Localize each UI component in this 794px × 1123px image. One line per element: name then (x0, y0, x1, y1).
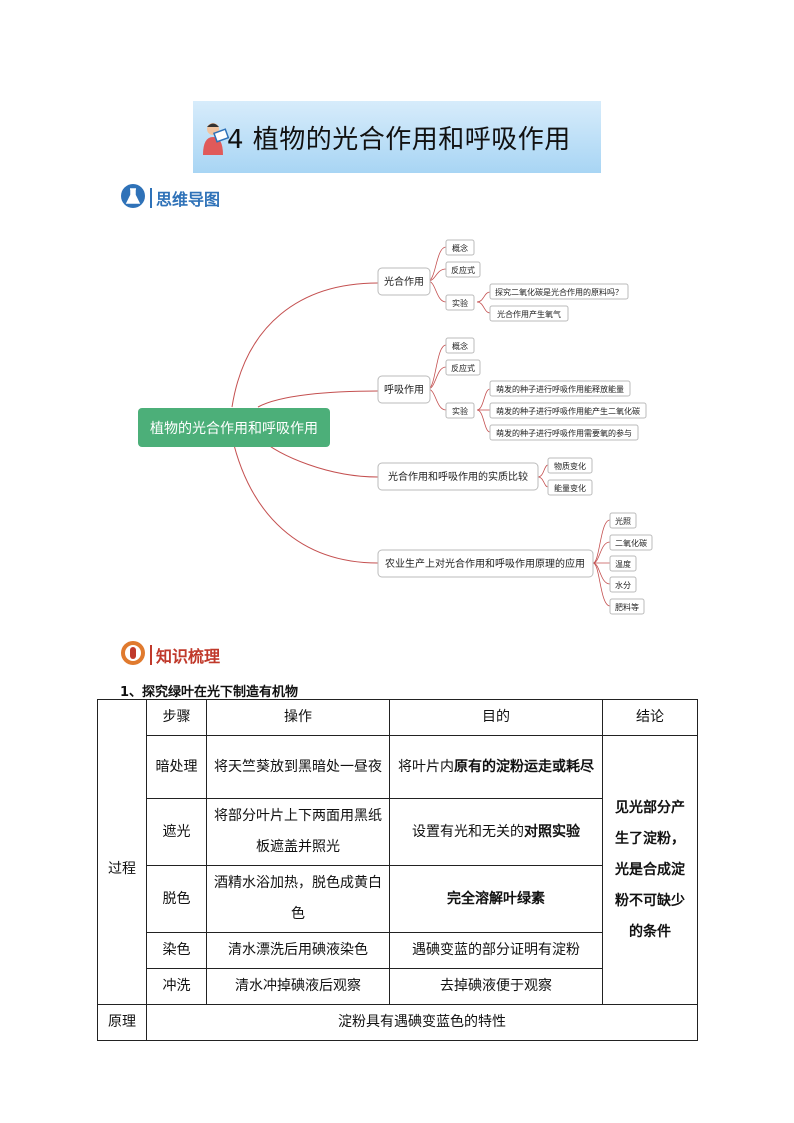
table-corner-cell (98, 700, 147, 736)
purpose-cell: 去掉碘液便于观察 (390, 969, 603, 1005)
step-cell: 染色 (147, 933, 207, 969)
leaf-node: 概念 (452, 341, 468, 351)
mindmap-root-label: 植物的光合作用和呼吸作用 (150, 421, 318, 437)
purpose-cell: 完全溶解叶绿素 (390, 866, 603, 933)
purpose-cell: 遇碘变蓝的部分证明有淀粉 (390, 933, 603, 969)
step-cell: 遮光 (147, 799, 207, 866)
experiment-table: 步骤 操作 目的 结论 过程 暗处理 将天竺葵放到黑暗处一昼夜 将叶片内原有的淀… (97, 699, 698, 1041)
test-tube-icon (120, 640, 146, 670)
title-banner: 4 植物的光合作用和呼吸作用 (193, 101, 601, 173)
header-cell: 步骤 (147, 700, 207, 736)
conclusion-cell: 见光部分产生了淀粉，光是合成淀粉不可缺少的条件 (603, 736, 698, 1005)
purpose-cell: 将叶片内原有的淀粉运走或耗尽 (390, 736, 603, 799)
operation-cell: 将部分叶片上下两面用黑纸板遮盖并照光 (207, 799, 390, 866)
header-cell: 操作 (207, 700, 390, 736)
leaf-node: 反应式 (451, 363, 475, 373)
leaf-node: 实验 (452, 406, 468, 416)
leaf-node: 水分 (615, 580, 631, 590)
leaf-node: 探究二氧化碳是光合作用的原料吗？ (495, 287, 623, 297)
knowledge-section-header: 知识梳理 (120, 641, 220, 669)
purpose-cell: 设置有光和无关的对照实验 (390, 799, 603, 866)
leaf-node: 概念 (452, 243, 468, 253)
table-row: 原理 淀粉具有遇碘变蓝色的特性 (98, 1005, 698, 1041)
node-photosynthesis: 光合作用 (384, 275, 424, 288)
operation-cell: 将天竺葵放到黑暗处一昼夜 (207, 736, 390, 799)
branch-line (232, 437, 378, 563)
node-comparison: 光合作用和呼吸作用的实质比较 (388, 470, 528, 483)
principle-cell: 淀粉具有遇碘变蓝色的特性 (147, 1005, 698, 1041)
flask-icon (120, 183, 146, 213)
leaf-node: 能量变化 (554, 483, 586, 493)
branch-line (232, 283, 378, 407)
node-respiration: 呼吸作用 (384, 384, 424, 396)
mindmap-section-header: 思维导图 (120, 184, 220, 212)
page-title: 4 植物的光合作用和呼吸作用 (227, 119, 571, 156)
branch-line (258, 391, 378, 407)
leaf-node: 温度 (615, 559, 631, 569)
leaf-node: 光照 (615, 516, 631, 526)
leaf-node: 肥料等 (615, 602, 639, 612)
leaf-node: 反应式 (451, 265, 475, 275)
section-divider (150, 188, 152, 208)
table-header-row: 步骤 操作 目的 结论 (98, 700, 698, 736)
operation-cell: 酒精水浴加热，脱色成黄白色 (207, 866, 390, 933)
step-cell: 暗处理 (147, 736, 207, 799)
leaf-node: 光合作用产生氧气 (497, 309, 561, 319)
process-label-cell: 过程 (98, 736, 147, 1005)
principle-label-cell: 原理 (98, 1005, 147, 1041)
operation-cell: 清水冲掉碘液后观察 (207, 969, 390, 1005)
leaf-node: 实验 (452, 298, 468, 308)
section-divider (150, 645, 152, 665)
mind-map: 植物的光合作用和呼吸作用 光合作用 呼吸作用 光合作用和呼吸作用的实质比较 农业… (0, 225, 794, 625)
leaf-node: 萌发的种子进行呼吸作用需要氧的参与 (496, 428, 632, 438)
mindmap-section-title: 思维导图 (156, 186, 220, 210)
leaf-node: 二氧化碳 (615, 538, 647, 548)
step-cell: 脱色 (147, 866, 207, 933)
leaf-node: 萌发的种子进行呼吸作用能释放能量 (496, 384, 624, 394)
table-row: 过程 暗处理 将天竺葵放到黑暗处一昼夜 将叶片内原有的淀粉运走或耗尽 见光部分产… (98, 736, 698, 799)
table-subtitle: 1、探究绿叶在光下制造有机物 (120, 681, 298, 700)
step-cell: 冲洗 (147, 969, 207, 1005)
header-cell: 结论 (603, 700, 698, 736)
header-cell: 目的 (390, 700, 603, 736)
node-agriculture: 农业生产上对光合作用和呼吸作用原理的应用 (385, 557, 585, 570)
knowledge-section-title: 知识梳理 (156, 643, 220, 667)
operation-cell: 清水漂洗后用碘液染色 (207, 933, 390, 969)
leaf-node: 物质变化 (554, 461, 586, 471)
leaf-node: 萌发的种子进行呼吸作用能产生二氧化碳 (496, 406, 640, 416)
